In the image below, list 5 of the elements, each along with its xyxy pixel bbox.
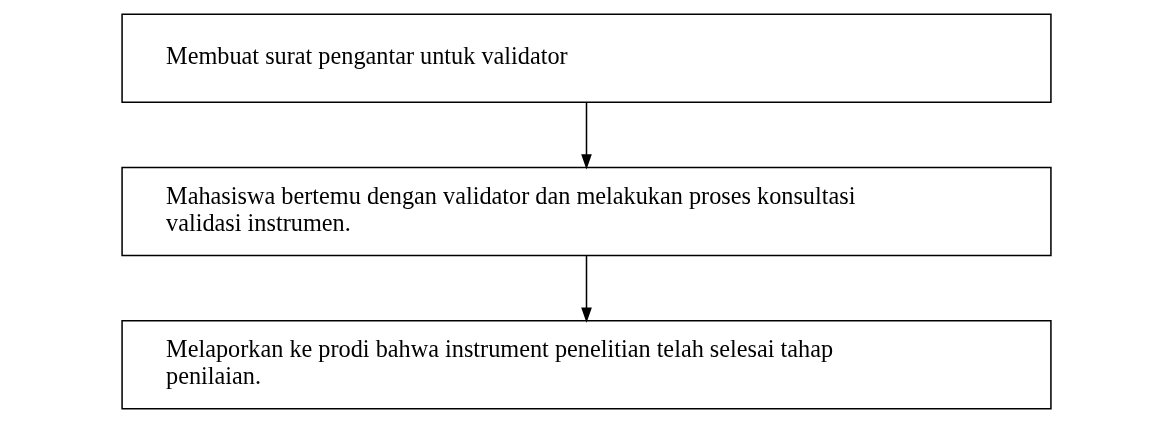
node-box: Melaporkan ke prodi bahwa instrument penelitian telah selesai tahap penilaian. (121, 320, 1052, 410)
arrow (581, 254, 592, 323)
arrow (581, 101, 592, 170)
node-box: Membuat surat pengantar untuk validator (121, 13, 1052, 103)
node-box: Mahasiswa bertemu dengan validator dan melakukan proses konsultasi validasi instrumen. (121, 166, 1052, 257)
